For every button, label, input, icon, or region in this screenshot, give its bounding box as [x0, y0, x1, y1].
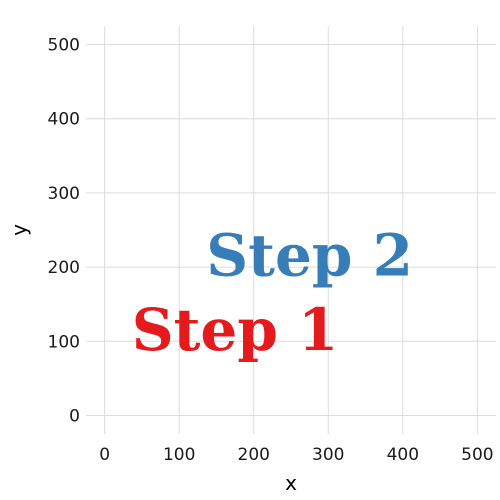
y-tick-label: 200 — [48, 258, 80, 278]
x-axis-ticks: 0 100 200 300 400 500 — [99, 445, 493, 465]
y-axis-ticks: 0 100 200 300 400 500 — [48, 36, 80, 427]
y-tick-label: 500 — [48, 36, 80, 56]
y-tick-label: 100 — [48, 332, 80, 352]
x-tick-label: 400 — [387, 445, 419, 465]
x-tick-label: 100 — [163, 445, 195, 465]
y-tick-label: 400 — [48, 110, 80, 130]
x-axis-title: x — [285, 471, 297, 495]
x-tick-label: 200 — [238, 445, 270, 465]
x-tick-label: 300 — [312, 445, 344, 465]
annotation-step-2: Step 2 — [206, 222, 413, 290]
x-tick-label: 500 — [461, 445, 493, 465]
y-tick-label: 0 — [69, 406, 80, 426]
x-tick-label: 0 — [99, 445, 110, 465]
y-tick-label: 300 — [48, 184, 80, 204]
y-axis-title: y — [7, 224, 31, 236]
grid — [86, 26, 496, 434]
annotation-step-1: Step 1 — [132, 296, 339, 364]
